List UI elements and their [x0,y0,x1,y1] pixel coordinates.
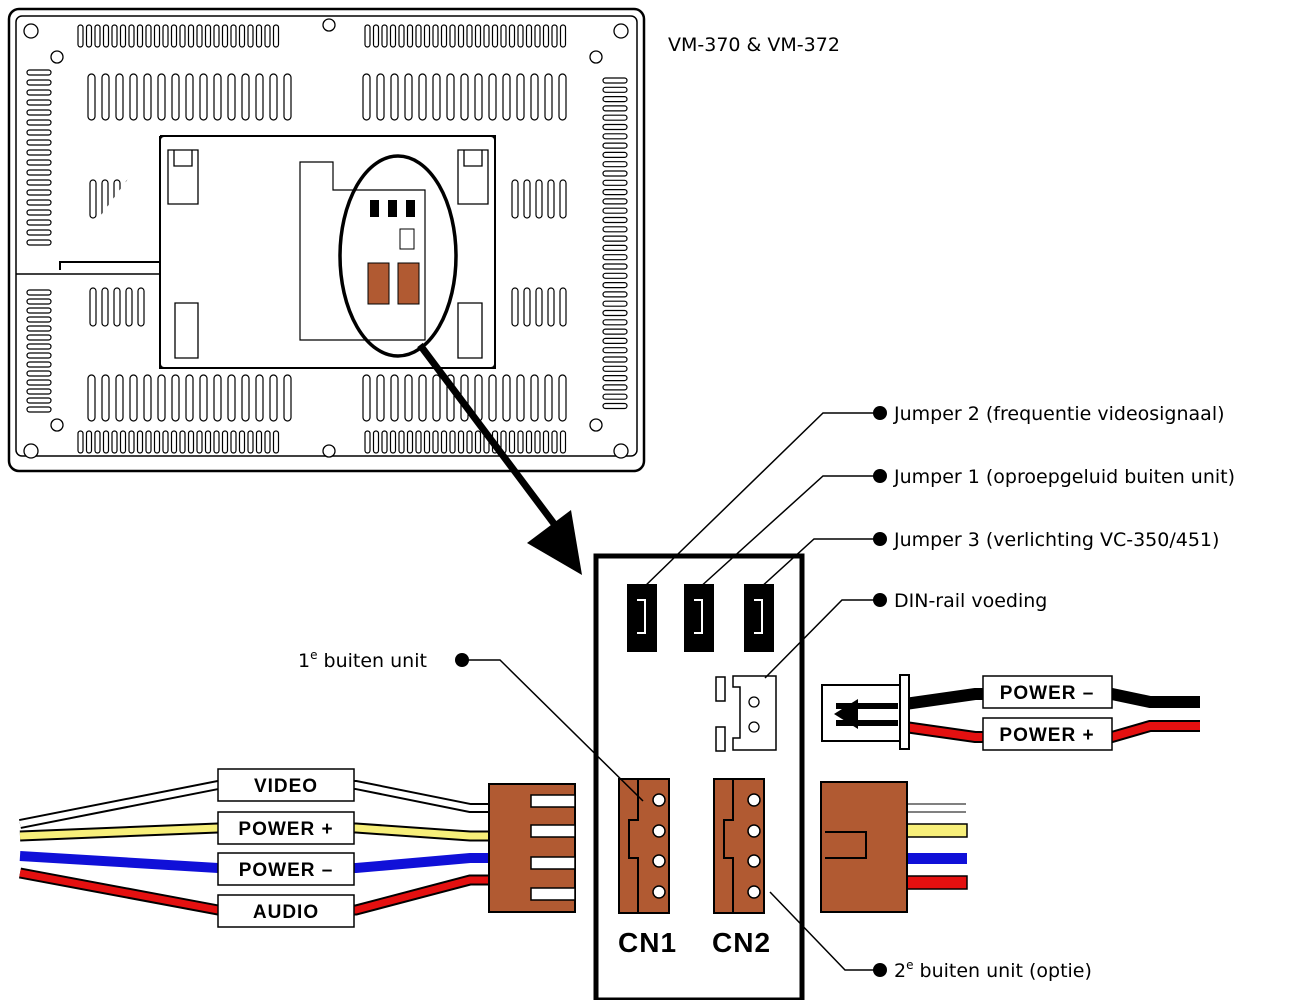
wire-label-power-minus: POWER – [217,852,355,886]
connector-board: CN1 CN2 [593,553,805,1000]
cn1-connector [618,778,670,914]
cn1-label: CN1 [618,927,677,958]
callout-leaders [462,412,880,971]
callout-jumper1: Jumper 1 (oproepgeluid buiten unit) [893,466,1235,488]
callout-jumper3: Jumper 3 (verlichting VC-350/451) [893,529,1219,551]
callout-dots [455,406,887,977]
callout-jumper2: Jumper 2 (frequentie videosignaal) [893,403,1225,425]
zoom-ellipse [338,154,458,358]
ventilation-slots [26,24,628,454]
cn2-label: CN2 [712,927,771,958]
callout-outdoor1: 1e buiten unit [298,648,427,672]
right-plug [820,781,968,913]
monitor-jumpers [367,200,420,305]
cn2-connector [713,778,765,914]
svg-text:VIDEO: VIDEO [254,776,318,797]
wire-label-power-minus-right: POWER – [982,675,1113,709]
svg-text:POWER +: POWER + [999,725,1094,746]
left-wire-bundle: VIDEO POWER + POWER – AUDIO [18,768,576,928]
svg-text:AUDIO: AUDIO [253,902,319,923]
wire-label-power-plus-right: POWER + [982,717,1113,751]
svg-text:POWER +: POWER + [238,819,333,840]
svg-text:POWER –: POWER – [239,860,334,881]
callout-outdoor2: 2e buiten unit (optie) [894,958,1092,982]
wire-label-video: VIDEO [217,768,355,802]
power-plug: POWER – POWER + [821,674,1200,751]
callout-din-rail: DIN-rail voeding [894,590,1047,612]
wire-label-audio: AUDIO [217,894,355,928]
zoom-arrow [417,342,582,575]
model-title: VM-370 & VM-372 [668,34,840,56]
din-rail-socket [715,675,777,752]
monitor-back-view [7,7,646,473]
svg-text:POWER –: POWER – [1000,683,1095,704]
left-plug [488,783,576,913]
wire-label-power-plus: POWER + [217,811,355,845]
jumper-blocks [627,584,774,652]
screw-icons [23,18,629,459]
